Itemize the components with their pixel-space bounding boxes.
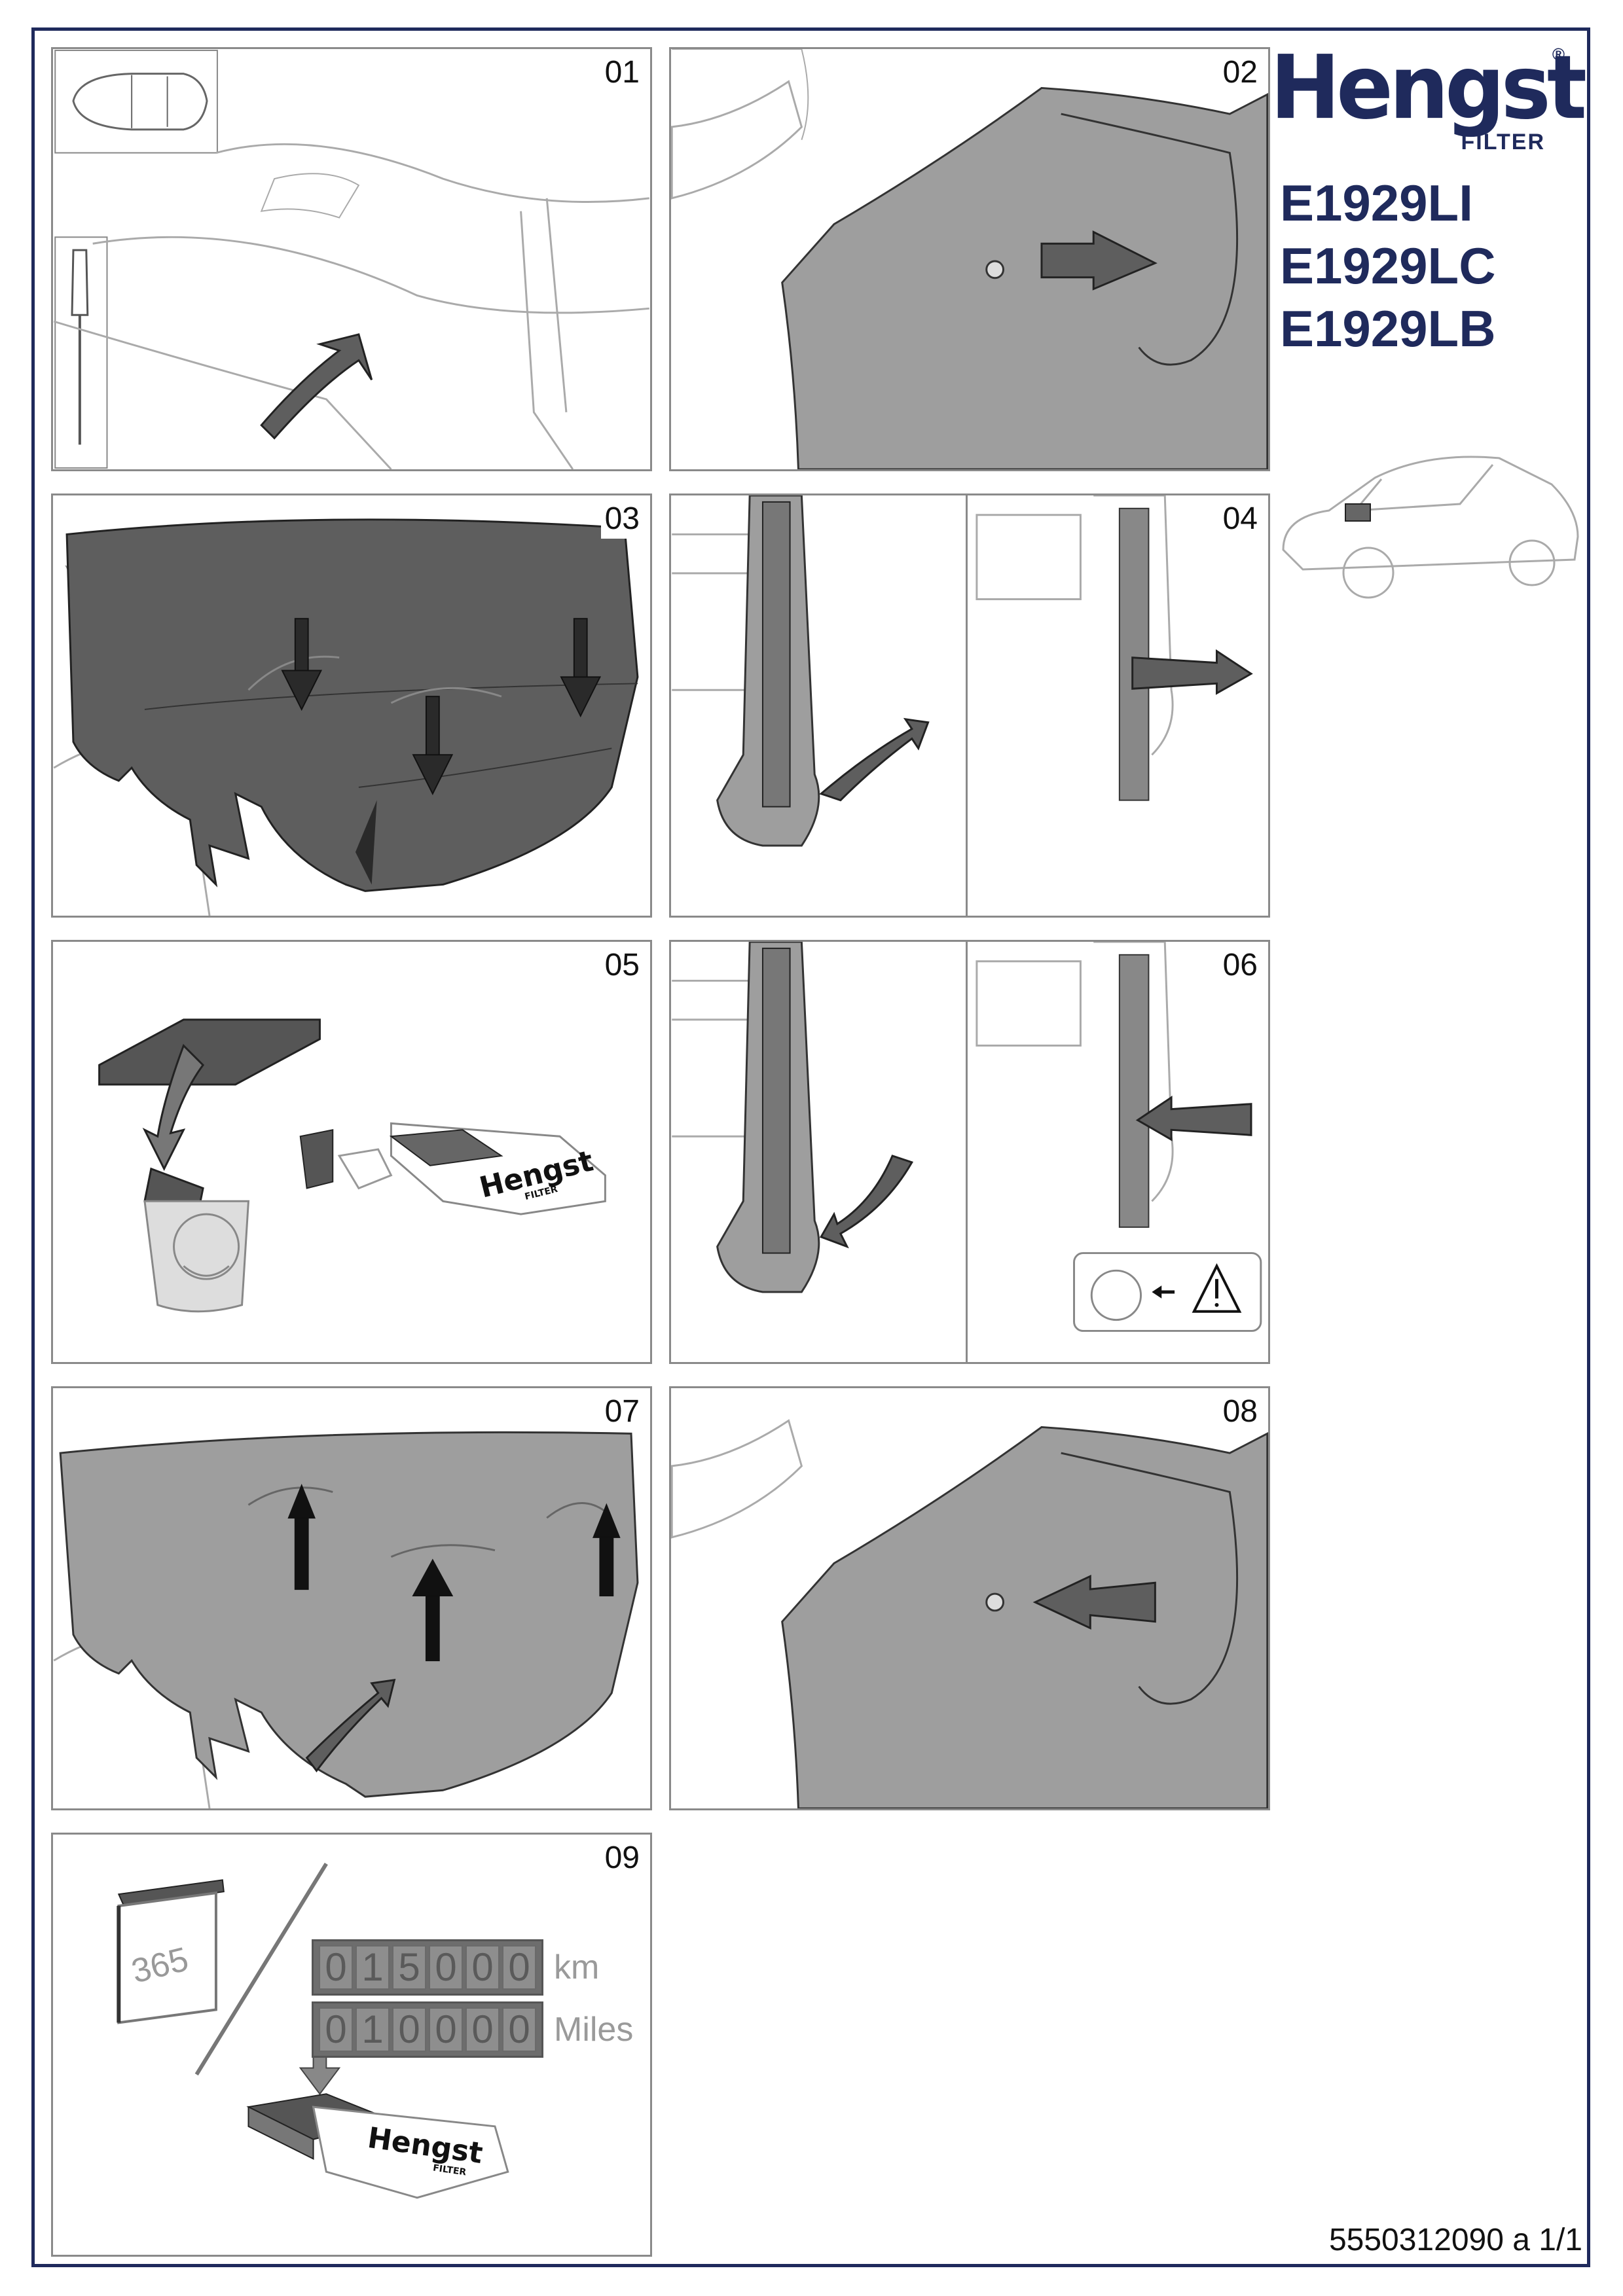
- odometer-digit: 0: [429, 2007, 463, 2052]
- car-location-illustration: [1282, 456, 1579, 599]
- panel-divider: [966, 942, 968, 1362]
- part-number: E1929LB: [1280, 300, 1496, 357]
- registered-mark: ®: [1552, 45, 1565, 64]
- step-number: 09: [600, 1839, 644, 1878]
- document-number: 5550312090 a 1/1: [1328, 2223, 1582, 2257]
- step-06-illustration: [672, 942, 1262, 1332]
- odometer-km: 0 1 5 0 0 0 km: [312, 1939, 599, 1996]
- odometer-digit: 0: [502, 1945, 536, 1990]
- step-06-panel: 06: [669, 940, 1270, 1364]
- panel-divider: [966, 495, 968, 916]
- odometer-digit: 5: [392, 1945, 426, 1990]
- step-02-panel: 02: [669, 47, 1270, 471]
- step-03-panel: 03: [51, 493, 652, 918]
- part-numbers: E1929LI E1929LC E1929LB: [1280, 171, 1496, 360]
- arrow-up: [287, 1483, 621, 1662]
- odometer-digits: 0 1 0 0 0 0: [312, 2001, 543, 2058]
- step-03-illustration: [53, 518, 639, 916]
- step-number: 02: [1218, 53, 1262, 92]
- odometer-unit: Miles: [554, 2011, 634, 2049]
- odometer-digit: 0: [319, 2007, 353, 2052]
- brand-sub: FILTER: [1461, 130, 1545, 154]
- step-08-illustration: [671, 1419, 1268, 1808]
- odometer-digit: 0: [392, 2007, 426, 2052]
- step-number: 08: [1218, 1392, 1262, 1431]
- step-number: 07: [600, 1392, 644, 1431]
- step-number: 03: [600, 499, 644, 539]
- step-02-illustration: [671, 49, 1268, 469]
- odometer-unit: km: [554, 1948, 600, 1986]
- step-number: 05: [600, 946, 644, 985]
- step-number: 01: [600, 53, 644, 92]
- step-04-panel: 04: [669, 493, 1270, 918]
- step-07-panel: 07: [51, 1386, 652, 1810]
- step-05-illustration: [98, 1018, 606, 1313]
- odometer-digit: 0: [429, 1945, 463, 1990]
- step-08-panel: 08: [669, 1386, 1270, 1810]
- step-number: 04: [1218, 499, 1262, 539]
- odometer-digit: 1: [356, 2007, 390, 2052]
- odometer-digit: 0: [465, 1945, 500, 1990]
- part-number: E1929LI: [1280, 174, 1473, 232]
- odometer-digit: 0: [319, 1945, 353, 1990]
- step-01-illustration: [53, 49, 649, 469]
- step-07-illustration: [53, 1431, 639, 1808]
- page-frame: [31, 27, 1590, 2267]
- step-04-illustration: [672, 495, 1253, 847]
- brand-logo: Hengst ® FILTER: [1270, 37, 1587, 157]
- arrow-down: [281, 618, 602, 795]
- odometer-digit: 0: [465, 2007, 500, 2052]
- odometer-digit: 0: [502, 2007, 536, 2052]
- odometer-digit: 1: [356, 1945, 390, 1990]
- odometer-miles: 0 1 0 0 0 0 Miles: [312, 2001, 633, 2058]
- step-09-illustration: [117, 1863, 509, 2199]
- brand-name: Hengst: [1270, 37, 1587, 139]
- step-09-panel: 365 0 1 5 0 0 0 km 0 1 0 0 0 0 Miles Hen…: [51, 1833, 652, 2257]
- part-number: E1929LC: [1280, 237, 1496, 295]
- step-01-panel: 01: [51, 47, 652, 471]
- odometer-digits: 0 1 5 0 0 0: [312, 1939, 543, 1996]
- step-number: 06: [1218, 946, 1262, 985]
- step-05-panel: Hengst FILTER 05: [51, 940, 652, 1364]
